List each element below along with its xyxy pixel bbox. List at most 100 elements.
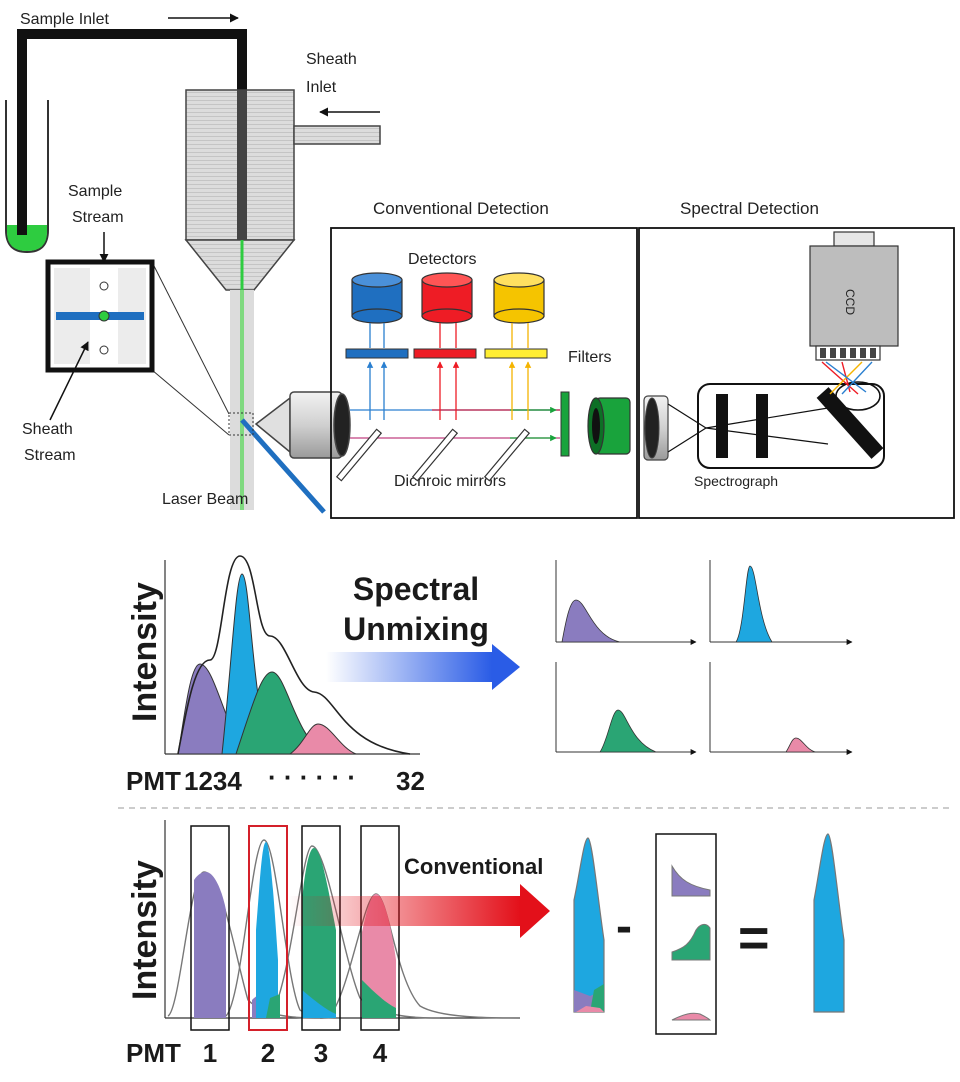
light-rays bbox=[350, 323, 560, 442]
dichroic-mirrors-label: Dichroic mirrors bbox=[394, 473, 506, 490]
dichroic-mirror-1 bbox=[335, 428, 383, 482]
unmixed-plot-pink bbox=[709, 662, 853, 755]
pmt-number-4: 4 bbox=[373, 1038, 388, 1068]
filter-blue bbox=[345, 348, 409, 359]
bin3-blue bbox=[302, 990, 336, 1018]
bin2-blue bbox=[256, 842, 278, 1018]
inset-cell-lit bbox=[98, 310, 110, 322]
dichroic-mirror-2 bbox=[411, 428, 459, 482]
laser-beam-label: Laser Beam bbox=[162, 491, 248, 508]
spillover-purple bbox=[671, 864, 711, 897]
spectrograph-grating-1 bbox=[716, 394, 728, 458]
pmt-number-1: 1 bbox=[203, 1038, 217, 1068]
conventional-detection-box bbox=[330, 227, 638, 519]
spillover-pink bbox=[671, 1012, 712, 1021]
filter-red bbox=[413, 348, 477, 359]
curve-pink-outline bbox=[329, 893, 521, 1019]
conventional-detection-title: Conventional Detection bbox=[373, 199, 549, 218]
conventional-arrow-body bbox=[288, 896, 520, 926]
inset-cell bbox=[99, 281, 109, 291]
spectrograph-grating-2 bbox=[756, 394, 768, 458]
pmt-bin-1 bbox=[190, 825, 230, 1031]
spectral-ray bbox=[667, 427, 707, 453]
sample-stream-label-2: Stream bbox=[72, 209, 124, 226]
middle-pmt-start: 1234 bbox=[184, 766, 242, 796]
unmixed-plot-green bbox=[555, 662, 697, 755]
detector-blue bbox=[351, 272, 403, 324]
sheath-stream-label-2: Stream bbox=[24, 447, 76, 464]
spectral-detection-panel: Spectral Detection Spectrograph bbox=[638, 199, 955, 519]
summed-spectrum bbox=[177, 555, 411, 755]
dichroic-mirror-3 bbox=[483, 428, 531, 482]
pmt-number-3: 3 bbox=[314, 1038, 328, 1068]
sample-inlet-label: Sample Inlet bbox=[20, 11, 109, 28]
inset-cell bbox=[99, 345, 109, 355]
measured-signal bbox=[573, 837, 605, 1013]
filter-yellow bbox=[484, 348, 548, 359]
bottom-ylabel: Intensity bbox=[126, 860, 164, 1000]
dispersed-rays bbox=[821, 361, 873, 395]
minus-sign: - bbox=[616, 900, 632, 953]
compensated-signal bbox=[813, 833, 845, 1013]
bin1-purple bbox=[194, 872, 226, 1018]
sample-tubing bbox=[17, 29, 247, 235]
spectrograph-box bbox=[697, 383, 885, 469]
objective-lens bbox=[254, 391, 351, 459]
spectrograph-mirror-ring bbox=[835, 381, 881, 411]
conventional-label: Conventional bbox=[404, 854, 543, 879]
bin4-green bbox=[362, 980, 396, 1018]
sheath-stream-label-1: Sheath bbox=[22, 421, 73, 438]
spectral-ray bbox=[667, 403, 707, 429]
unmixing-arrow-head bbox=[492, 644, 520, 690]
conventional-detection-panel: Conventional Detection Detectors Filters… bbox=[330, 199, 638, 519]
filters-label: Filters bbox=[568, 349, 612, 366]
sheath-stream-arrow bbox=[49, 341, 89, 421]
equals-sign: = bbox=[738, 908, 770, 968]
sample-tube bbox=[5, 100, 49, 254]
interrogation-point bbox=[228, 412, 254, 436]
middle-pmt-label: PMT bbox=[126, 766, 181, 796]
middle-pmt-end: 32 bbox=[396, 766, 425, 796]
green-filter bbox=[560, 391, 570, 457]
bin2-green bbox=[266, 994, 280, 1018]
sheath-inlet-pipe bbox=[293, 125, 381, 145]
unmixed-plot-blue bbox=[709, 560, 853, 645]
unmixing-arrow-body bbox=[326, 652, 492, 682]
detectors-label: Detectors bbox=[408, 251, 476, 268]
zoom-line bbox=[151, 369, 230, 436]
spectral-detection-box bbox=[638, 227, 955, 519]
pmt-bin-3 bbox=[301, 825, 341, 1031]
spectral-lens bbox=[643, 395, 669, 461]
unmixing-label-1: Spectral bbox=[353, 571, 479, 607]
ccd-camera: CCD bbox=[809, 231, 899, 361]
flow-cell-cone bbox=[184, 239, 296, 291]
green-detector-lens bbox=[587, 397, 631, 455]
fluidics: Sample Inlet Sheath Inlet Sample Stream … bbox=[5, 11, 381, 514]
unmixed-plot-purple bbox=[555, 560, 697, 645]
conventional-arrow-head bbox=[520, 884, 550, 938]
sheath-label: Sheath bbox=[306, 51, 357, 68]
sample-stream-label-1: Sample bbox=[68, 183, 122, 200]
unmixing-label-2: Unmixing bbox=[343, 611, 489, 647]
zoom-line bbox=[151, 261, 230, 415]
spectral-unmixing-section: Intensity Spectral Unmixing PMT 1234 · ·… bbox=[126, 555, 853, 796]
detector-yellow bbox=[493, 272, 545, 324]
middle-ylabel: Intensity bbox=[126, 582, 164, 722]
bin3-green bbox=[302, 848, 336, 1018]
inlet-label: Inlet bbox=[306, 79, 337, 96]
pmt-number-2: 2 bbox=[261, 1038, 275, 1068]
laser-beam bbox=[240, 418, 326, 514]
detector-red bbox=[421, 272, 473, 324]
sample-needle bbox=[237, 90, 247, 240]
ccd-label: CCD bbox=[843, 289, 857, 315]
middle-pmt-dots: · · · · · · bbox=[268, 762, 356, 792]
spectrograph-label: Spectrograph bbox=[694, 473, 778, 489]
spectrograph-prism bbox=[816, 387, 884, 459]
spillover-box bbox=[655, 833, 717, 1035]
conventional-compensation-section: Intensity Conventional PMT 1 2 3 4 bbox=[126, 820, 845, 1068]
spectral-detection-title: Spectral Detection bbox=[680, 199, 819, 218]
pmt-bin-2 bbox=[248, 825, 288, 1031]
spillover-green bbox=[671, 923, 711, 961]
pmt-bin-4 bbox=[360, 825, 400, 1031]
